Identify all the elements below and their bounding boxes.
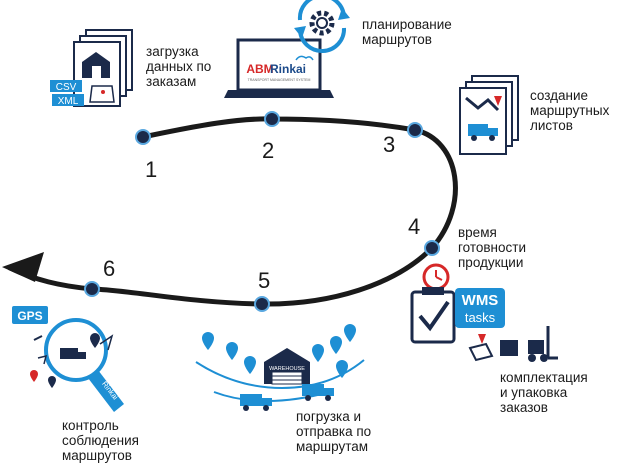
- step-label-3: создание маршрутных листов: [530, 88, 610, 133]
- step-number-1: 1: [145, 157, 158, 182]
- warehouse-icon: WAREHOUSE: [195, 348, 365, 402]
- route-node-4: [424, 240, 440, 256]
- logo-abm: ABM: [246, 62, 273, 76]
- forklift-icon: [528, 326, 558, 362]
- clock-icon: [422, 263, 450, 291]
- step-number-3: 3: [383, 132, 396, 157]
- gear-refresh-icon: [294, 0, 350, 53]
- clipboard-check-icon: [410, 287, 456, 344]
- route-node-2: [264, 111, 280, 127]
- step-label-2: планирование маршрутов: [362, 17, 452, 47]
- step-number-5: 5: [258, 268, 271, 293]
- wms-badge: WMS tasks: [455, 288, 505, 328]
- picking-label: комплектация и упаковка заказов: [500, 370, 588, 415]
- route-node-1: [135, 129, 151, 145]
- logo-subtitle: TRANSPORT MANAGEMENT SYSTEM: [248, 78, 311, 82]
- step-label-5: погрузка и отправка по маршрутам: [296, 409, 372, 454]
- route-node-5: [254, 296, 270, 312]
- step-number-2: 2: [262, 138, 275, 163]
- gps-magnifier-icon: GPS Rinkai: [12, 306, 124, 412]
- route-arrowhead: [2, 252, 44, 282]
- wms-label: WMS: [462, 292, 499, 309]
- map-pin-icons: [202, 324, 356, 378]
- csv-badge: CSV: [56, 82, 77, 93]
- picking-icon: [468, 334, 518, 362]
- route-node-6: [84, 281, 100, 297]
- laptop-icon: ABM Rinkai TRANSPORT MANAGEMENT SYSTEM: [224, 38, 334, 98]
- step-label-4: время готовности продукции: [458, 225, 526, 270]
- step-label-6: контроль соблюдения маршрутов: [62, 418, 139, 463]
- logo-rinkai: Rinkai: [270, 62, 306, 76]
- step-number-6: 6: [103, 256, 116, 281]
- documents-icon: CSV XML: [50, 29, 133, 107]
- warehouse-label: WAREHOUSE: [269, 366, 305, 372]
- step-number-4: 4: [408, 214, 421, 239]
- xml-badge: XML: [58, 96, 79, 107]
- delivery-trucks-icon: [240, 384, 334, 411]
- tasks-label: tasks: [465, 310, 496, 325]
- step-label-1: загрузка данных по заказам: [146, 44, 212, 89]
- gps-label: GPS: [17, 309, 42, 323]
- route-sheets-icon: [459, 75, 519, 155]
- route-node-3: [407, 122, 423, 138]
